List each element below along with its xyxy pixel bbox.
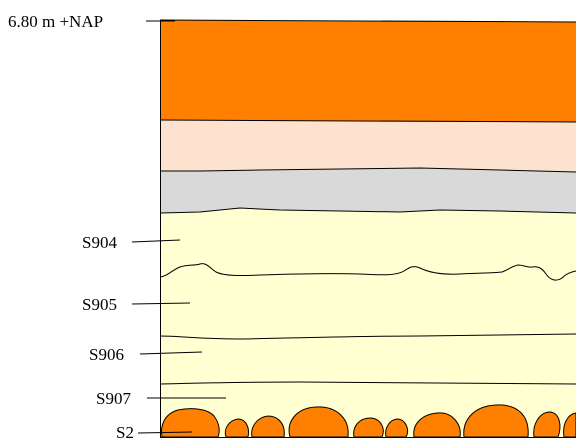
elevation-label: 6.80 m +NAP bbox=[8, 12, 103, 31]
boundary-s906-s907 bbox=[159, 381, 576, 385]
label-s907: S907 bbox=[96, 389, 131, 408]
layer-s904-s907-pale bbox=[160, 208, 576, 438]
boundary-grey-s904 bbox=[159, 207, 576, 214]
leader-s2 bbox=[137, 431, 193, 434]
leader-s905 bbox=[131, 302, 191, 305]
leader-s906 bbox=[139, 351, 203, 355]
cobble bbox=[385, 418, 409, 438]
layer-top-orange bbox=[160, 20, 576, 122]
layer-grey bbox=[160, 168, 576, 213]
boundary-s905-s906 bbox=[159, 333, 576, 340]
cobble bbox=[288, 406, 349, 438]
label-s905: S905 bbox=[82, 295, 117, 314]
boundary-orange-peach bbox=[159, 119, 576, 123]
leader-s904 bbox=[131, 239, 181, 243]
label-s2: S2 bbox=[116, 423, 134, 442]
cobble bbox=[463, 404, 529, 438]
cobble bbox=[224, 418, 249, 438]
label-s904: S904 bbox=[82, 233, 117, 252]
boundary-s904-s905 bbox=[159, 263, 576, 281]
cobble bbox=[413, 412, 461, 438]
boundary-peach-grey bbox=[160, 167, 576, 173]
s2-cobbles bbox=[161, 404, 576, 438]
boundary-top bbox=[159, 19, 576, 23]
cobble bbox=[353, 417, 384, 438]
layer-peach bbox=[160, 120, 576, 172]
cobble bbox=[563, 412, 576, 438]
cobble bbox=[533, 411, 561, 438]
cobble bbox=[161, 408, 220, 438]
label-s906: S906 bbox=[89, 345, 124, 364]
cobble bbox=[251, 415, 285, 438]
